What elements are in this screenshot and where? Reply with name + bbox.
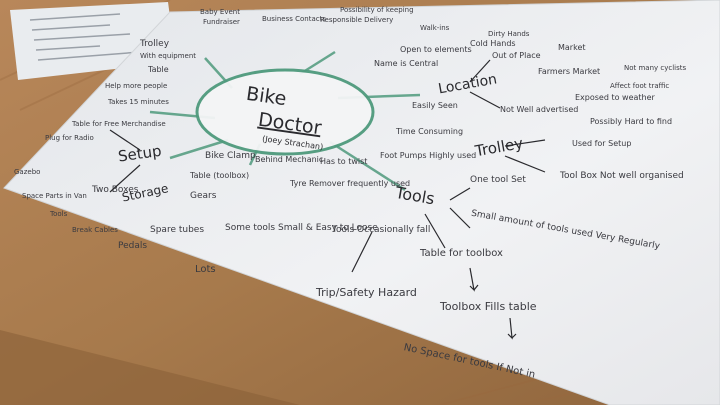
- note: Out of Place: [492, 51, 541, 60]
- note: Business Contacts: [262, 15, 326, 23]
- note: Table for Free Merchandise: [71, 120, 166, 128]
- note: Fundraiser: [203, 18, 240, 26]
- note: Takes 15 minutes: [107, 98, 169, 106]
- note: With equipment: [140, 52, 196, 60]
- note: Tyre Remover frequently used: [289, 179, 410, 188]
- note: Gears: [190, 191, 217, 201]
- note: Pedals: [118, 241, 147, 251]
- note: Baby Event: [200, 8, 240, 16]
- note: Cold Hands: [470, 39, 516, 48]
- table-edge: [0, 330, 300, 405]
- note: Market: [558, 43, 586, 52]
- note: Help more people: [105, 82, 167, 90]
- note: Time Consuming: [395, 127, 463, 136]
- note: Affect foot traffic: [610, 82, 669, 90]
- note: Responsible Delivery: [320, 16, 393, 24]
- note: Possibility of keeping: [340, 6, 414, 14]
- note: Lots: [195, 264, 216, 275]
- center-circle: [195, 68, 375, 156]
- note: Table for toolbox: [419, 248, 503, 259]
- note: Bike Clamp: [205, 151, 256, 161]
- note: Table (toolbox): [189, 171, 249, 180]
- note: Gazebo: [14, 168, 40, 176]
- note: Not many cyclists: [624, 64, 687, 72]
- branch-setup: Setup: [117, 142, 163, 166]
- note: Plug for Radio: [45, 134, 94, 142]
- note: Some tools Small & Easy to Loose: [225, 223, 378, 233]
- note: Name is Central: [374, 59, 438, 68]
- note: Dirty Hands: [488, 30, 530, 38]
- note: Spare tubes: [150, 225, 204, 235]
- note: Foot Pumps Highly used: [380, 151, 476, 160]
- note: Farmers Market: [538, 67, 600, 76]
- note: Space Parts in Van: [22, 192, 87, 200]
- pen-arrows: [109, 59, 546, 340]
- note: Easily Seen: [412, 101, 458, 110]
- note: Trolley: [139, 39, 170, 49]
- notes-top: Baby Event Fundraiser Business Contacts …: [200, 6, 530, 38]
- note: Tools: [49, 210, 68, 218]
- note: Two Boxes: [91, 185, 139, 195]
- note: Not Well advertised: [500, 105, 578, 114]
- note: Used for Setup: [572, 139, 631, 148]
- note: Trip/Safety Hazard: [315, 286, 417, 299]
- note: Table: [147, 65, 169, 74]
- notes-left: Table for Free Merchandise Plug for Radi…: [14, 120, 256, 275]
- note: Open to elements: [400, 45, 472, 54]
- note: Behind Mechanic: [255, 155, 323, 164]
- note: Break Cables: [72, 226, 118, 234]
- notes-top-left: Trolley With equipment Table Help more p…: [105, 39, 196, 106]
- note: Tools Occasionally fall: [331, 225, 430, 235]
- note: Has to twist: [320, 157, 367, 166]
- note: Exposed to weather: [575, 93, 656, 102]
- note: One tool Set: [470, 175, 526, 185]
- note: Toolbox Fills table: [439, 300, 537, 313]
- mind-map-sheet: [3, 0, 720, 405]
- note: Tool Box Not well organised: [559, 171, 684, 181]
- note: Possibly Hard to find: [590, 117, 672, 126]
- note: Walk-ins: [420, 24, 450, 32]
